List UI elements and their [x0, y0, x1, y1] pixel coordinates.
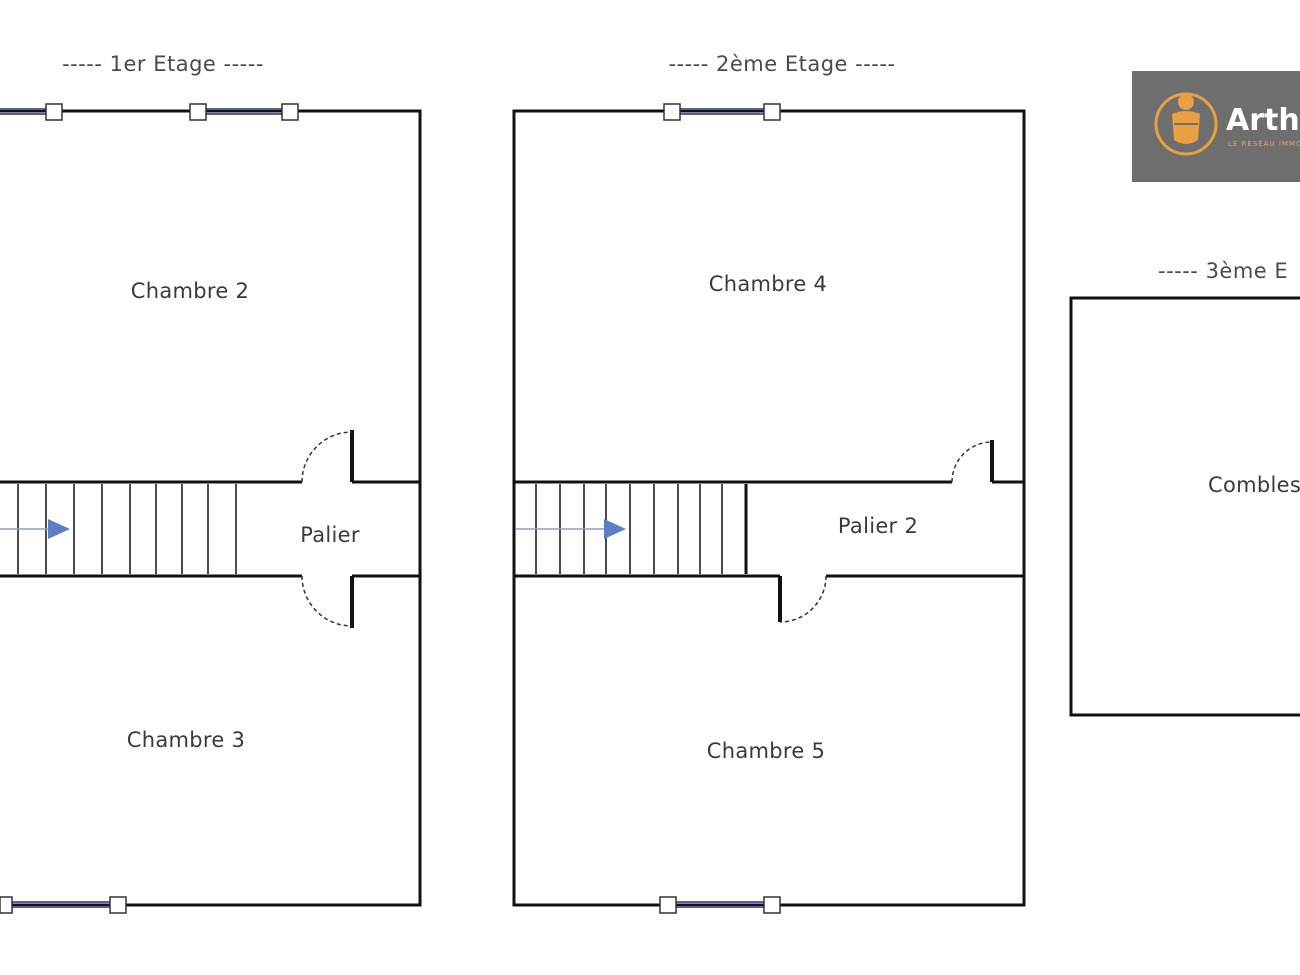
room-label-chambre-2: Chambre 2 [131, 279, 249, 303]
floor-3-title: ----- 3ème E [1158, 259, 1288, 283]
room-label-chambre-5: Chambre 5 [707, 739, 825, 763]
room-label-palier-2: Palier 2 [838, 514, 918, 538]
floor-1-outer-wall [0, 109, 422, 907]
agency-logo: Arthu LE RÉSEAU IMMO [1132, 71, 1300, 182]
room-label-palier: Palier [300, 523, 360, 547]
logo-tagline: LE RÉSEAU IMMO [1228, 139, 1300, 148]
room-label-chambre-4: Chambre 4 [709, 272, 827, 296]
floor-2-door-top [951, 440, 994, 483]
floor-1-title: ----- 1er Etage ----- [62, 52, 264, 76]
floor-3: ----- 3ème E Combles [1069, 259, 1300, 717]
floor-1-door-top [301, 430, 354, 483]
floor-1: ----- 1er Etage ----- [0, 52, 422, 914]
floor-3-outer-wall [1069, 296, 1300, 717]
floor-2: ----- 2ème Etage ----- [512, 52, 1026, 914]
room-label-combles: Combles [1208, 473, 1300, 497]
floor-2-window-bottom [659, 896, 781, 914]
stair-arrow-icon [604, 519, 626, 539]
logo-name: Arthu [1226, 103, 1300, 138]
floor-1-stairs [0, 484, 237, 574]
floor-1-window-bottom [0, 896, 127, 914]
floor-2-outer-wall [512, 109, 1026, 907]
floor-1-window-top-right [189, 103, 299, 121]
floor-2-window-top [663, 103, 781, 121]
room-label-chambre-3: Chambre 3 [127, 728, 245, 752]
stair-arrow-icon [48, 519, 70, 539]
floor-2-stairs [516, 484, 748, 574]
floor-2-title: ----- 2ème Etage ----- [668, 52, 895, 76]
logo-mascot-icon [1154, 92, 1218, 156]
floor-1-window-top-left [0, 103, 63, 121]
floor-1-door-bottom [301, 575, 354, 628]
floor-2-door-bottom [778, 575, 827, 623]
